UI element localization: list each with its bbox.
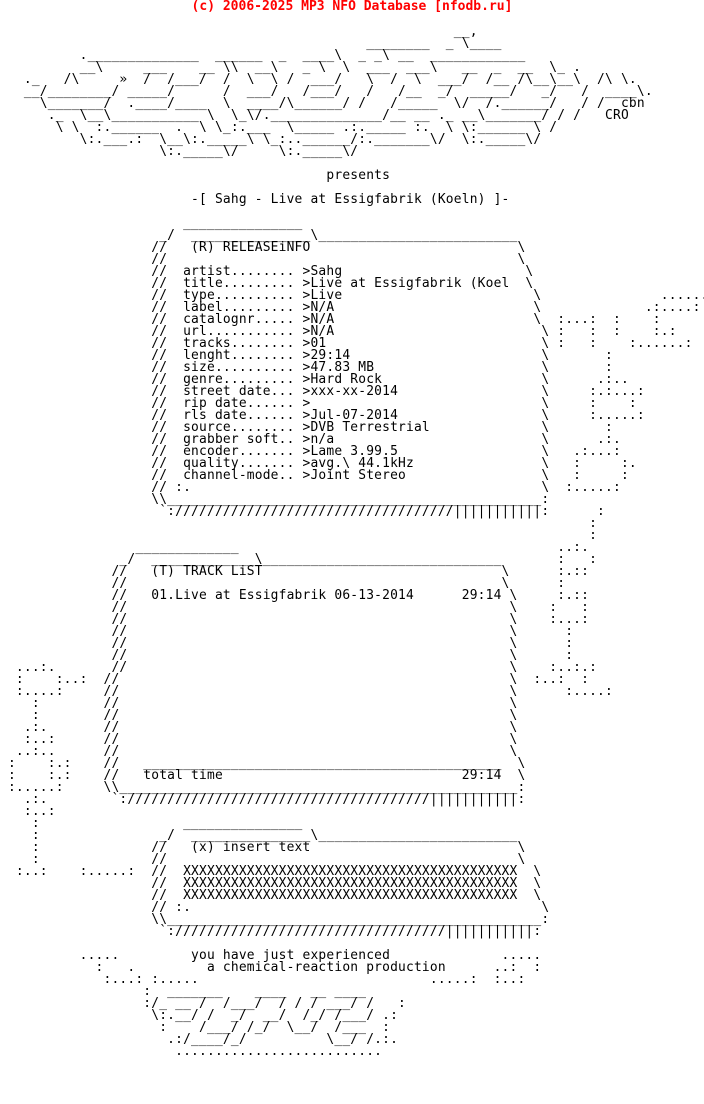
copyright-header: (c) 2006-2025 MP3 NFO Database [nfodb.ru… (191, 0, 513, 14)
nfo-ascii-art: __, ________ _ \____ .______________ ___… (7, 24, 704, 1059)
